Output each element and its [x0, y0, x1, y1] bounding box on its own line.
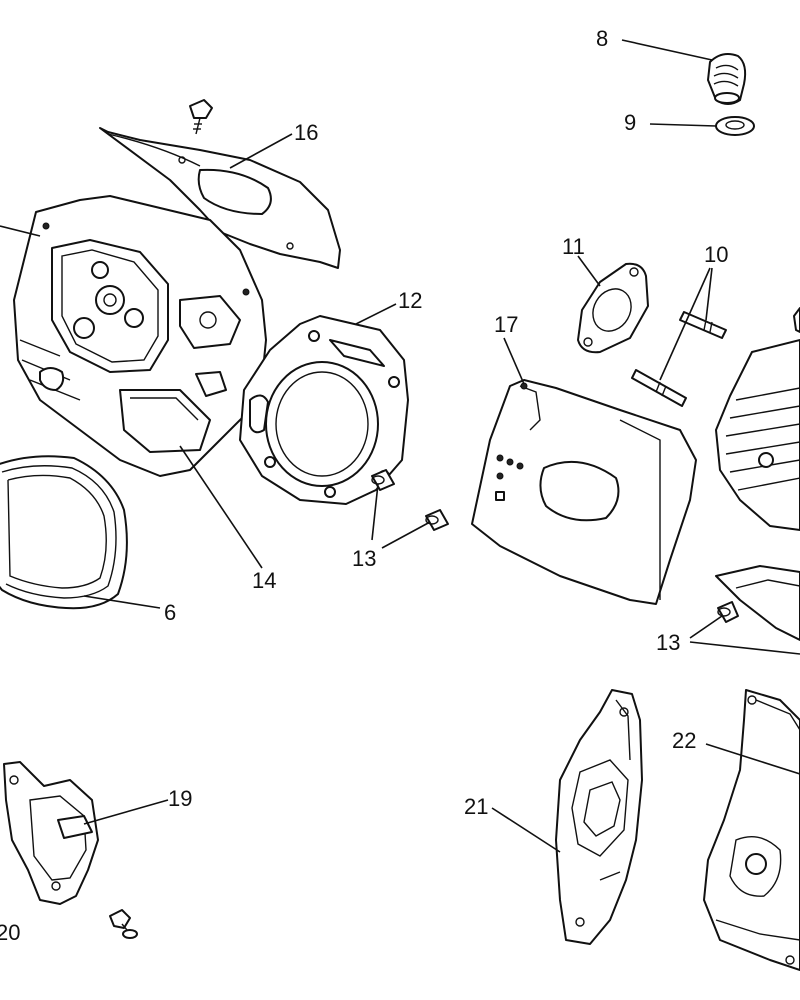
- callout-12: 12: [398, 288, 422, 313]
- part-9-washer: [715, 116, 755, 136]
- part-12-head-gasket: [239, 315, 409, 505]
- callout-9: 9: [624, 110, 636, 135]
- part-8-filler-cap: [707, 53, 747, 105]
- callout-16: 16: [294, 120, 318, 145]
- part-10-studs: [631, 311, 727, 407]
- callout-22: 22: [672, 728, 696, 753]
- callout-17: 17: [494, 312, 518, 337]
- callout-14: 14: [252, 568, 276, 593]
- part-17-shroud: [471, 379, 697, 605]
- callout-21: 21: [464, 794, 488, 819]
- part-11-intake-gasket: [577, 262, 649, 354]
- part-21-shroud-plate: [555, 689, 643, 945]
- callout-11: 11: [562, 234, 585, 259]
- right-cylinder-head: [715, 307, 800, 641]
- callout-labels: 8 9 16 11 10 12 17 13 14 6 13 22 19 21 2…: [0, 26, 728, 945]
- part-19-bracket: [3, 761, 138, 939]
- part-6-valve-cover-gasket: [0, 455, 128, 610]
- callout-13-left: 13: [352, 546, 376, 571]
- part-14-cylinder-head: [13, 195, 267, 477]
- callout-8: 8: [596, 26, 608, 51]
- callout-6: 6: [164, 600, 176, 625]
- part-22-shroud-cover: [703, 689, 800, 971]
- callout-13-right: 13: [656, 630, 680, 655]
- leader-lines: [0, 39, 800, 853]
- part-16-cover-plate: [99, 99, 341, 269]
- callout-10: 10: [704, 242, 728, 267]
- callout-19: 19: [168, 786, 192, 811]
- callout-20: 20: [0, 920, 20, 945]
